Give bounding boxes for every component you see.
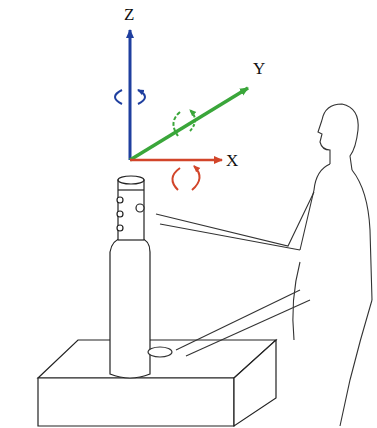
axis-label: Z: [124, 6, 134, 23]
axis-y: [130, 88, 248, 160]
seated-person: [148, 104, 372, 426]
axis-z: [115, 30, 145, 160]
axis-label: Y: [253, 60, 265, 77]
table: [38, 340, 276, 426]
axis-label: X: [226, 152, 238, 169]
handheld-device: [110, 176, 150, 378]
